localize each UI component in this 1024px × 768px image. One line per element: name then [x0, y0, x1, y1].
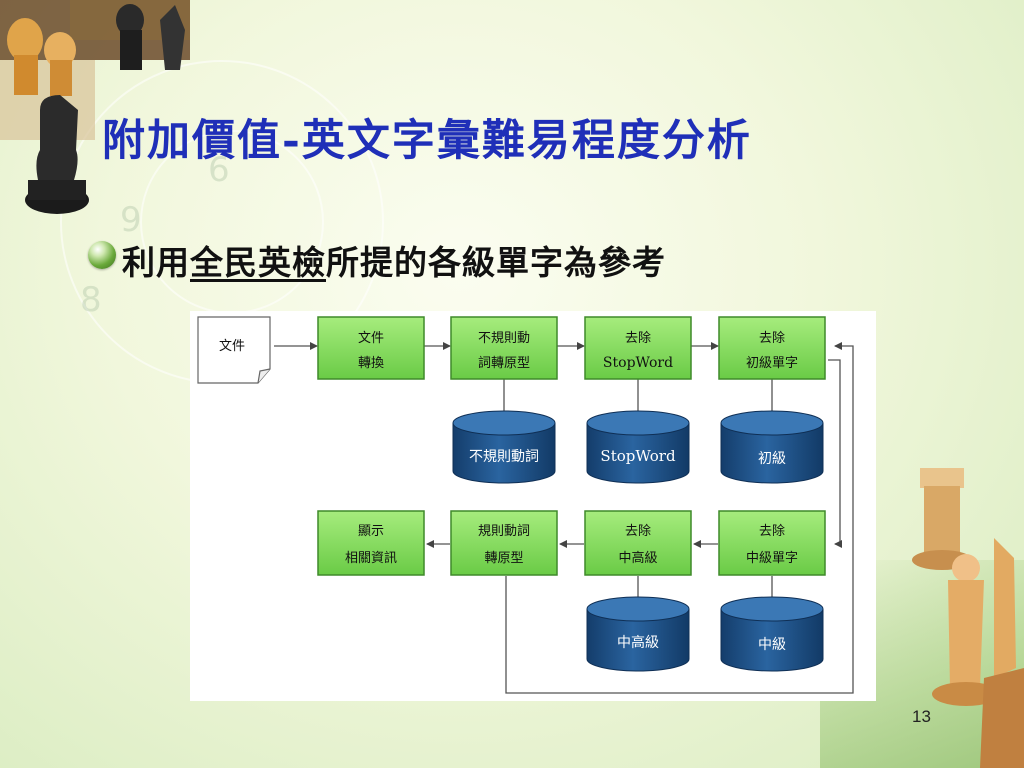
- process-box-line2: 詞轉原型: [478, 356, 530, 371]
- process-box-line1: 去除: [759, 524, 785, 539]
- database-label: 中級: [758, 637, 786, 653]
- flow-diagram-svg: 文件 文件 轉換 不規則動 詞轉原型 去除 StopWord 去除 初級單字 不…: [197, 316, 854, 694]
- process-box-line2: 轉換: [358, 356, 384, 371]
- process-box-line2: 中級單字: [746, 551, 798, 566]
- process-box-irregular-verbs: 不規則動 詞轉原型: [450, 316, 558, 380]
- process-box-remove-stopword: 去除 StopWord: [584, 316, 692, 380]
- bullet-text-prefix: 利用: [122, 243, 190, 282]
- bullet-text-suffix: 所提的各級單字為參考: [326, 243, 666, 282]
- database-label: 中高級: [617, 634, 659, 651]
- database-label: 不規則動詞: [469, 449, 539, 465]
- background-digit-6: 6: [208, 150, 230, 190]
- loop-connector-upper: [834, 342, 854, 555]
- process-box-display-info: 顯示 相關資訊: [317, 510, 425, 576]
- background-digit-8: 8: [80, 280, 102, 320]
- bullet-item: 利用全民英檢所提的各級單字為參考: [88, 236, 666, 284]
- slide-title: 附加價值-英文字彙難易程度分析: [102, 116, 752, 166]
- process-box-remove-basic: 去除 初級單字: [718, 316, 826, 380]
- loop-connector-lower: [505, 555, 854, 694]
- database-label: StopWord: [600, 447, 676, 465]
- chess-pieces-decoration: [0, 0, 190, 214]
- process-box-line2: StopWord: [603, 355, 673, 371]
- background-digit-9: 9: [120, 200, 142, 240]
- process-box-line1: 規則動詞: [478, 524, 530, 539]
- process-box-remove-mid: 去除 中級單字: [718, 510, 826, 576]
- process-box-convert: 文件 轉換: [317, 316, 425, 380]
- document-shape: 文件: [197, 316, 271, 384]
- database-basic: 初級: [720, 410, 824, 484]
- chess-pieces-decoration: [912, 468, 1024, 768]
- process-box-line2: 中高級: [618, 550, 657, 566]
- bullet-text: 利用全民英檢所提的各級單字為參考: [122, 236, 666, 284]
- process-box-line2: 初級單字: [746, 356, 798, 371]
- process-box-line2: 轉原型: [484, 551, 523, 566]
- flow-diagram: 文件 文件 轉換 不規則動 詞轉原型 去除 StopWord 去除 初級單字 不…: [190, 311, 876, 701]
- database-midhigh: 中高級: [586, 596, 690, 672]
- process-box-line1: 顯示: [358, 524, 384, 539]
- process-box-remove-midhigh: 去除 中高級: [584, 510, 692, 576]
- database-mid: 中級: [720, 596, 824, 672]
- database-irregular-verbs: 不規則動詞: [452, 410, 556, 484]
- process-box-line1: 文件: [358, 331, 384, 346]
- process-box-line1: 去除: [625, 331, 651, 346]
- database-stopword: StopWord: [586, 410, 690, 484]
- connectors: [274, 342, 854, 694]
- process-box-line1: 去除: [625, 524, 651, 539]
- database-label: 初級: [758, 450, 786, 467]
- loop-connector-mid: [828, 359, 842, 548]
- process-box-line1: 不規則動: [478, 331, 530, 346]
- document-label: 文件: [219, 339, 245, 354]
- bullet-sphere-icon: [88, 241, 116, 269]
- bullet-text-underlined: 全民英檢: [190, 243, 326, 282]
- process-box-line2: 相關資訊: [345, 551, 397, 566]
- process-box-regular-verbs: 規則動詞 轉原型: [450, 510, 558, 576]
- page-number: 13: [912, 707, 931, 726]
- process-box-line1: 去除: [759, 331, 785, 346]
